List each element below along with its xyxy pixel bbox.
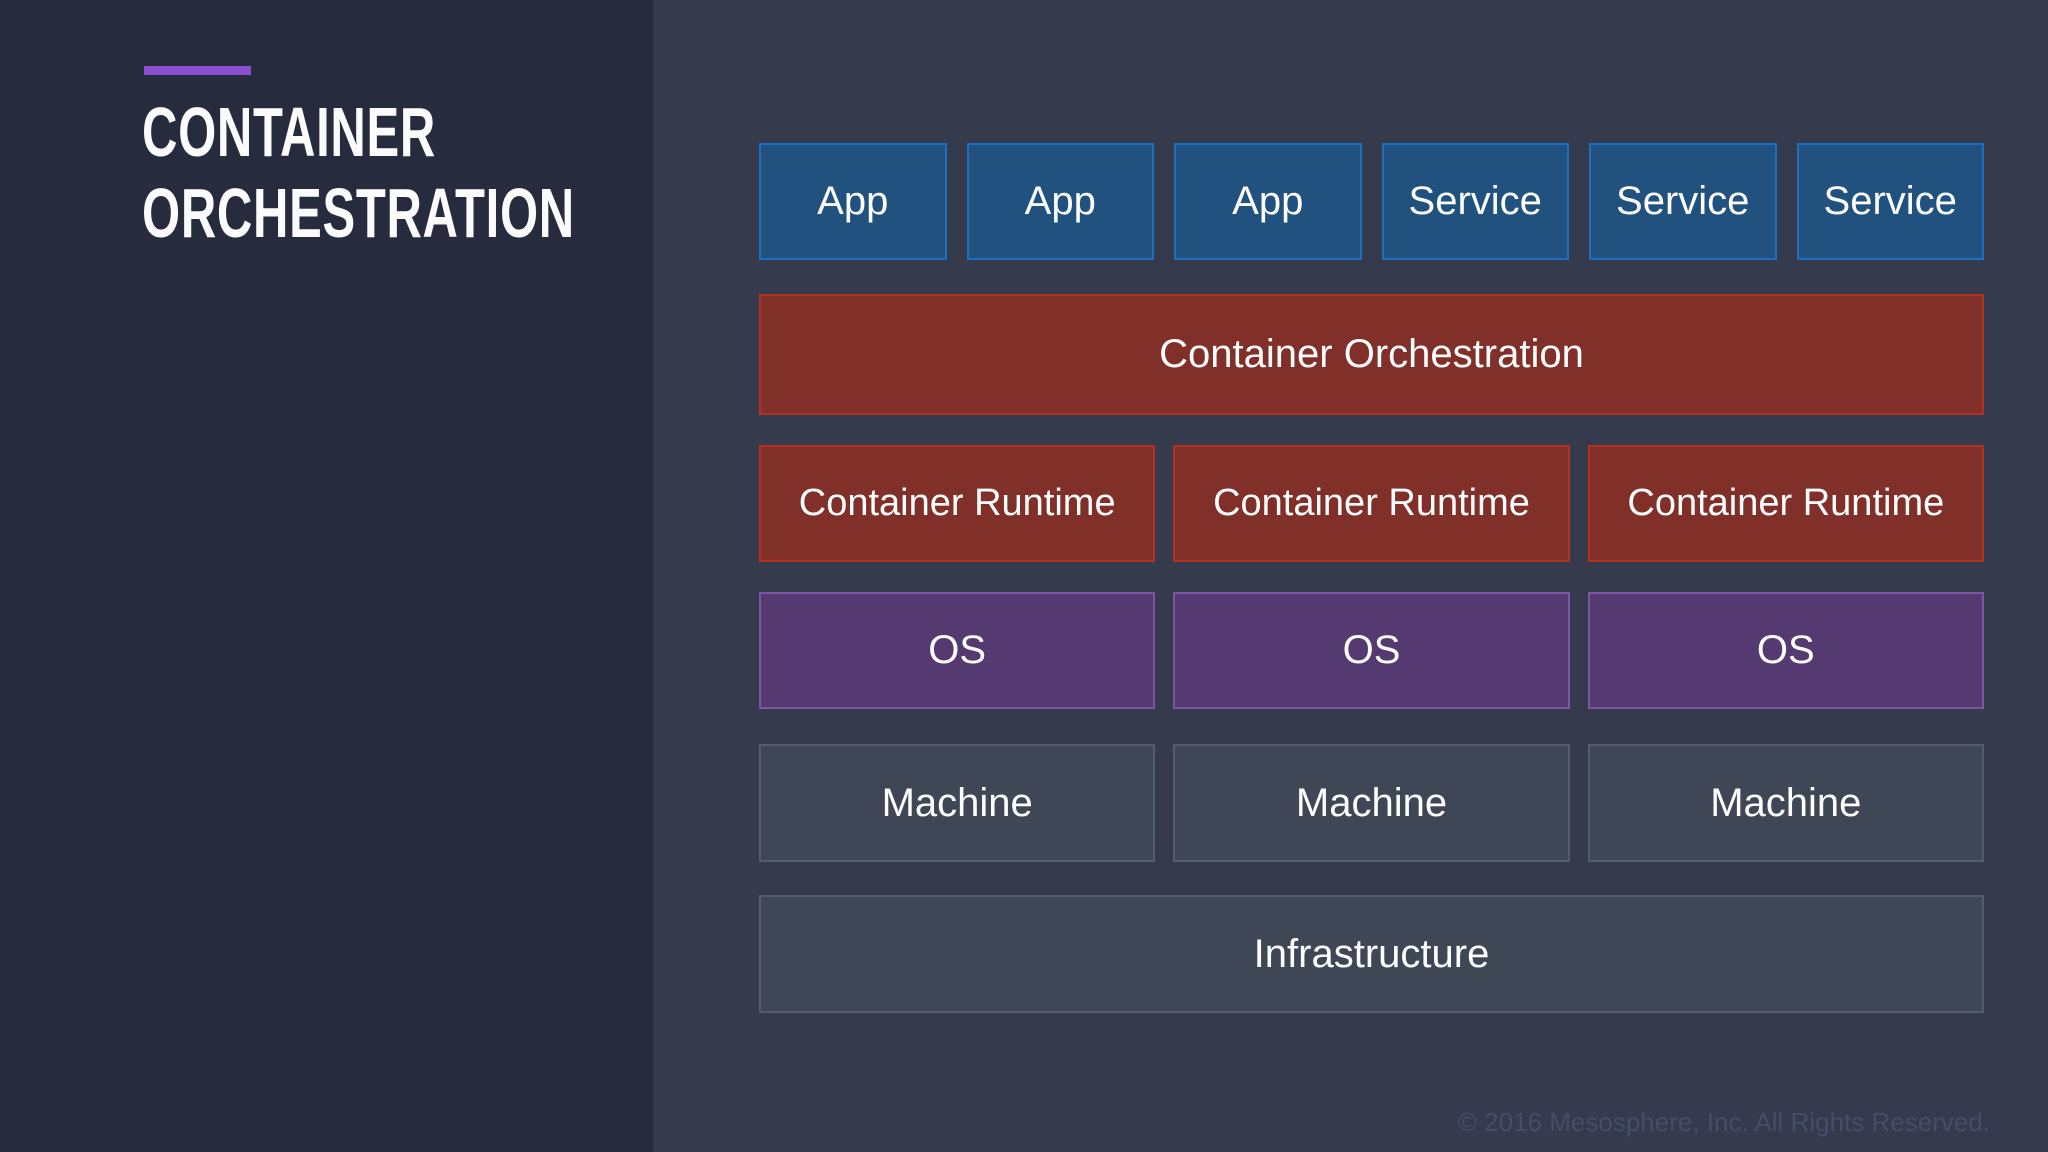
service-node: Service xyxy=(1381,143,1569,260)
app-node: App xyxy=(966,143,1154,260)
os-node: OS xyxy=(1587,592,1984,709)
service-node: Service xyxy=(1796,143,1984,260)
os-row: OS OS OS xyxy=(759,592,1984,709)
container-runtime-node: Container Runtime xyxy=(1587,445,1984,562)
app-node: App xyxy=(1174,143,1362,260)
infrastructure-row: Infrastructure xyxy=(759,895,1984,1013)
accent-bar xyxy=(144,66,251,75)
runtime-row: Container Runtime Container Runtime Cont… xyxy=(759,445,1984,562)
page-title: CONTAINER ORCHESTRATION xyxy=(142,92,575,254)
machine-node: Machine xyxy=(1173,744,1570,862)
machine-row: Machine Machine Machine xyxy=(759,744,1984,862)
apps-services-row: App App App Service Service Service xyxy=(759,143,1984,260)
sidebar: CONTAINER ORCHESTRATION xyxy=(0,0,653,1152)
os-node: OS xyxy=(759,592,1156,709)
service-node: Service xyxy=(1589,143,1777,260)
machine-node: Machine xyxy=(1587,744,1984,862)
copyright-notice: © 2016 Mesosphere, Inc. All Rights Reser… xyxy=(1457,1107,1990,1137)
orchestration-row: Container Orchestration xyxy=(759,294,1984,415)
container-runtime-node: Container Runtime xyxy=(1173,445,1570,562)
app-node: App xyxy=(759,143,947,260)
os-node: OS xyxy=(1173,592,1570,709)
infrastructure-node: Infrastructure xyxy=(759,895,1984,1013)
container-orchestration-node: Container Orchestration xyxy=(759,294,1984,415)
container-runtime-node: Container Runtime xyxy=(759,445,1156,562)
page-title-line2: ORCHESTRATION xyxy=(142,174,575,252)
machine-node: Machine xyxy=(759,744,1156,862)
page-title-line1: CONTAINER xyxy=(142,93,436,171)
architecture-diagram: App App App Service Service Service Cont… xyxy=(759,143,1984,1013)
